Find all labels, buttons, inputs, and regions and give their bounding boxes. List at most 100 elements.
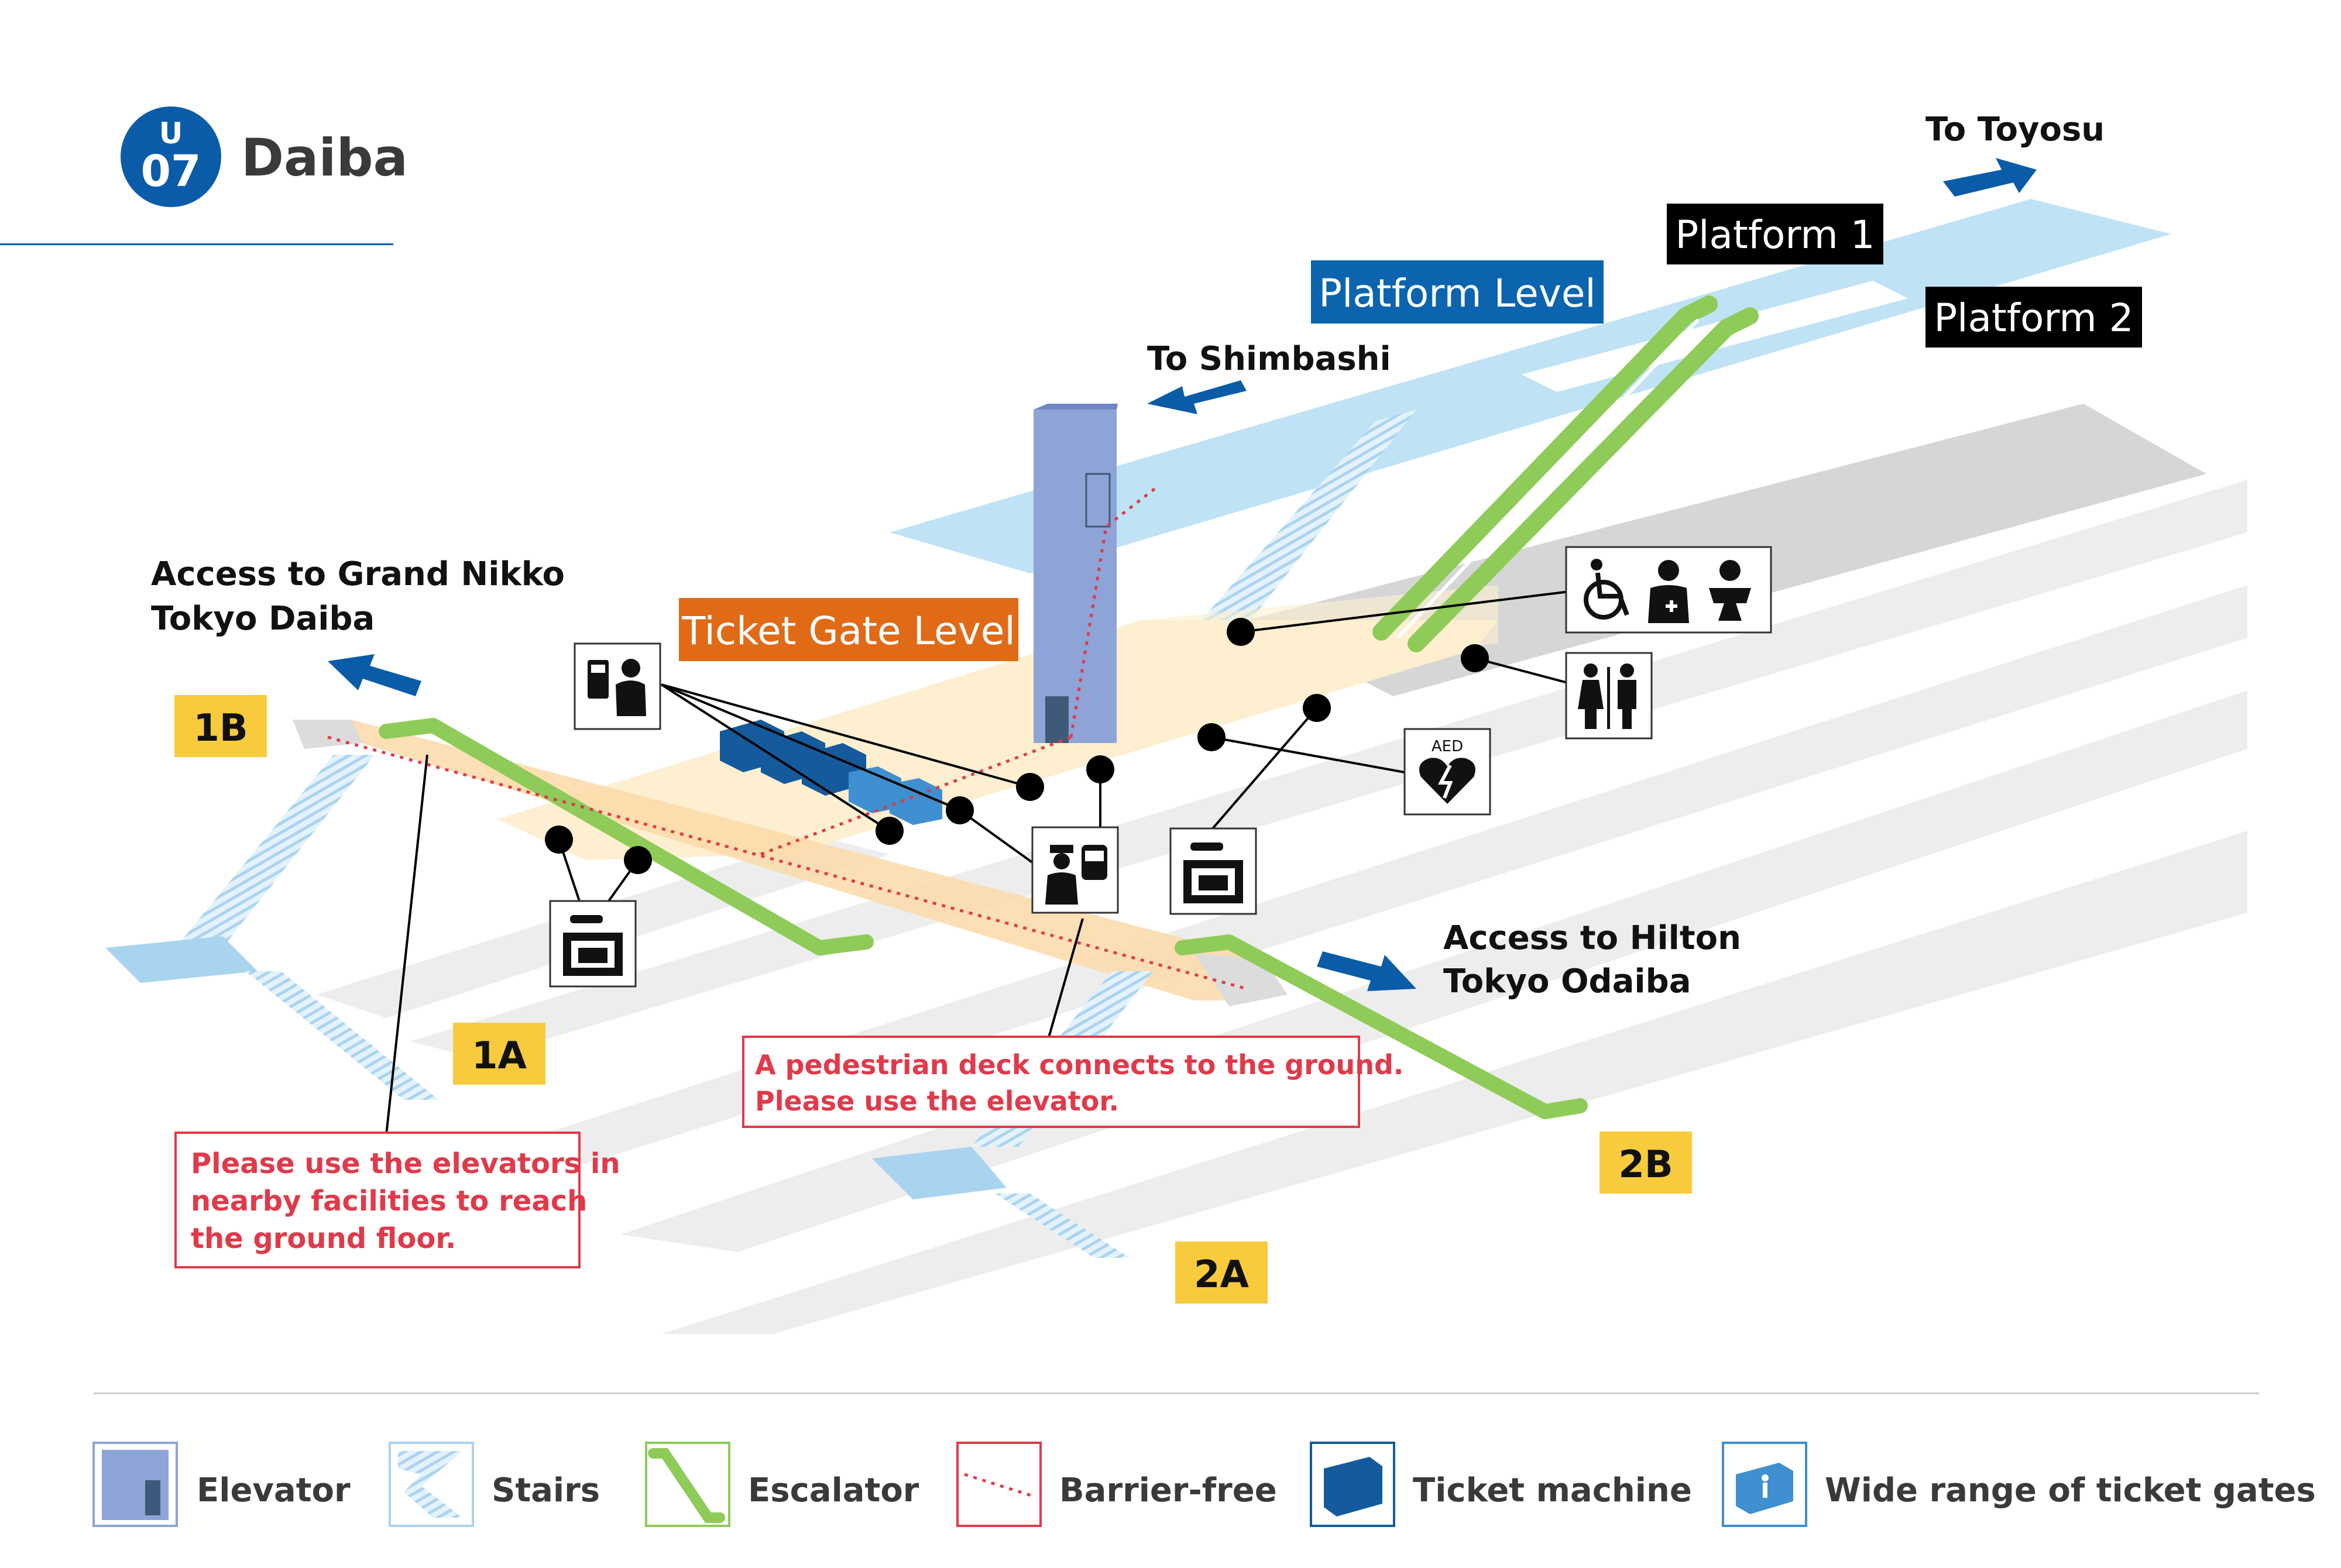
exit-2a: 2A — [1175, 1242, 1268, 1304]
arrow-grand-nikko-icon — [328, 654, 421, 696]
escalator-exit-1b — [379, 718, 874, 955]
ticket-machines — [720, 720, 942, 825]
exit-1b-text: 1B — [193, 707, 248, 750]
deck-end — [293, 720, 363, 749]
escalator-platform-b — [1408, 307, 1759, 652]
note-deck-line-1: A pedestrian deck connects to the ground… — [755, 1049, 1403, 1081]
legend-barrier-free-icon — [964, 1473, 1035, 1498]
stairs-exit-2a-lower — [995, 1194, 1130, 1258]
platform-2-text: Platform 2 — [1934, 295, 2133, 341]
restroom-box — [1565, 652, 1653, 740]
elevator-door-top — [1085, 473, 1111, 528]
escalator-exit-2b — [1175, 934, 1588, 1119]
stairs-landing-2 — [872, 1147, 1007, 1199]
legend-wide-gates: Wide range of ticket gates — [1722, 1442, 2316, 1527]
aed-label: AED — [1432, 738, 1463, 755]
legend-escalator: Escalator — [645, 1442, 919, 1527]
note-elevators-nearby: Please use the elevators in nearby facil… — [174, 1132, 620, 1268]
legend-ticket-machine-icon — [1324, 1457, 1382, 1517]
legend-escalator-text: Escalator — [748, 1471, 919, 1509]
station-name: Daiba — [241, 128, 408, 188]
fare-adjustment-box — [574, 642, 661, 730]
ostomate-icon — [1648, 560, 1689, 623]
concourse-floor — [497, 620, 1498, 860]
facility-pointers — [385, 590, 1575, 1136]
arrow-toyosu-icon — [1943, 158, 2037, 197]
legend-barrier-free-text: Barrier-free — [1059, 1471, 1277, 1509]
ticket-gate — [849, 766, 901, 813]
platform-1-text: Platform 1 — [1675, 212, 1875, 257]
station-staff-box — [1031, 826, 1119, 914]
facility-dots — [545, 618, 1489, 874]
wheelchair-icon — [1584, 572, 1629, 620]
grand-nikko-text-2: Tokyo Daiba — [151, 600, 375, 638]
platform-1-label: Platform 1 — [1667, 204, 1883, 264]
ticket-gate-level-text: Ticket Gate Level — [681, 608, 1015, 654]
grand-nikko-text-1: Access to Grand Nikko — [151, 555, 565, 593]
station-header: U 07 Daiba — [0, 106, 408, 245]
exit-1a-text: 1A — [472, 1034, 527, 1078]
to-shimbashi-text: To Shimbashi — [1147, 340, 1391, 378]
exit-2b-text: 2B — [1618, 1143, 1673, 1187]
hilton-text-2: Tokyo Odaiba — [1443, 962, 1691, 1000]
exit-1b: 1B — [174, 695, 267, 757]
direction-to-shimbashi: To Shimbashi — [1147, 340, 1391, 414]
note-elevators-line-2: nearby facilities to reach — [191, 1185, 587, 1218]
legend-barrier-free: Barrier-free — [956, 1442, 1277, 1527]
legend-stairs-text: Stairs — [492, 1471, 600, 1509]
platform-level-label: Platform Level — [1311, 260, 1604, 324]
legend-wide-gates-text: Wide range of ticket gates — [1825, 1471, 2316, 1509]
coin-locker-box — [549, 900, 637, 988]
elevator — [1034, 410, 1117, 743]
legend: Elevator Stairs Escalator Barrier-free T… — [92, 1442, 2316, 1527]
coin-locker-icon — [1183, 843, 1243, 903]
escalator-platform-a — [1372, 295, 1718, 641]
elevator-shaft — [1034, 404, 1118, 743]
access-grand-nikko: Access to Grand Nikko Tokyo Daiba — [151, 555, 565, 696]
stairs-platform-to-gate — [1170, 410, 1416, 655]
exit-2b: 2B — [1599, 1132, 1692, 1194]
aed-heart-icon — [1419, 758, 1475, 804]
station-number: 07 — [141, 146, 201, 197]
header-rule — [0, 243, 393, 245]
fare-adjustment-icon — [588, 659, 646, 716]
exit-1a: 1A — [453, 1023, 545, 1085]
aed-box: AED — [1403, 728, 1491, 816]
coin-locker-box — [1169, 827, 1257, 915]
legend-stairs-icon — [398, 1451, 462, 1518]
ticket-gate-level-label: Ticket Gate Level — [679, 598, 1018, 661]
elevator-door — [1045, 696, 1069, 743]
hilton-text-1: Access to Hilton — [1443, 919, 1741, 957]
arrow-hilton-icon — [1317, 951, 1416, 991]
stairs-exit-1b — [176, 755, 375, 948]
station-staff-icon — [1045, 845, 1107, 905]
arrow-shimbashi-icon — [1147, 380, 1247, 414]
platform-level-text: Platform Level — [1319, 271, 1596, 316]
direction-to-toyosu: To Toyosu — [1925, 111, 2105, 197]
line-letter: U — [159, 116, 183, 150]
note-elevators-line-1: Please use the elevators in — [191, 1147, 620, 1180]
legend-escalator-icon — [648, 1448, 725, 1523]
legend-ticket-machine-text: Ticket machine — [1413, 1471, 1692, 1509]
note-pedestrian-deck: A pedestrian deck connects to the ground… — [742, 1036, 1403, 1128]
access-hilton: Access to Hilton Tokyo Odaiba — [1317, 919, 1741, 1000]
platform-2-label: Platform 2 — [1925, 287, 2142, 348]
escalators — [379, 295, 1759, 1119]
baby-changing-icon — [1709, 560, 1751, 621]
to-toyosu-text: To Toyosu — [1925, 111, 2105, 149]
legend-stairs: Stairs — [389, 1442, 600, 1527]
restroom-icon — [1578, 663, 1636, 729]
legend-elevator-text: Elevator — [197, 1471, 351, 1509]
exit-2a-text: 2A — [1194, 1253, 1250, 1297]
note-elevators-line-3: the ground floor. — [191, 1222, 456, 1255]
note-deck-line-2: Please use the elevator. — [755, 1085, 1119, 1117]
coin-locker-icon — [563, 915, 623, 976]
accessible-facilities-box — [1565, 546, 1772, 634]
legend-divider — [94, 1392, 2259, 1394]
legend-elevator: Elevator — [92, 1442, 351, 1527]
station-number-badge — [121, 106, 221, 207]
stairs-landing-1 — [105, 936, 258, 983]
stairs-exit-1a — [246, 971, 439, 1100]
legend-ticket-machine: Ticket machine — [1310, 1442, 1692, 1527]
